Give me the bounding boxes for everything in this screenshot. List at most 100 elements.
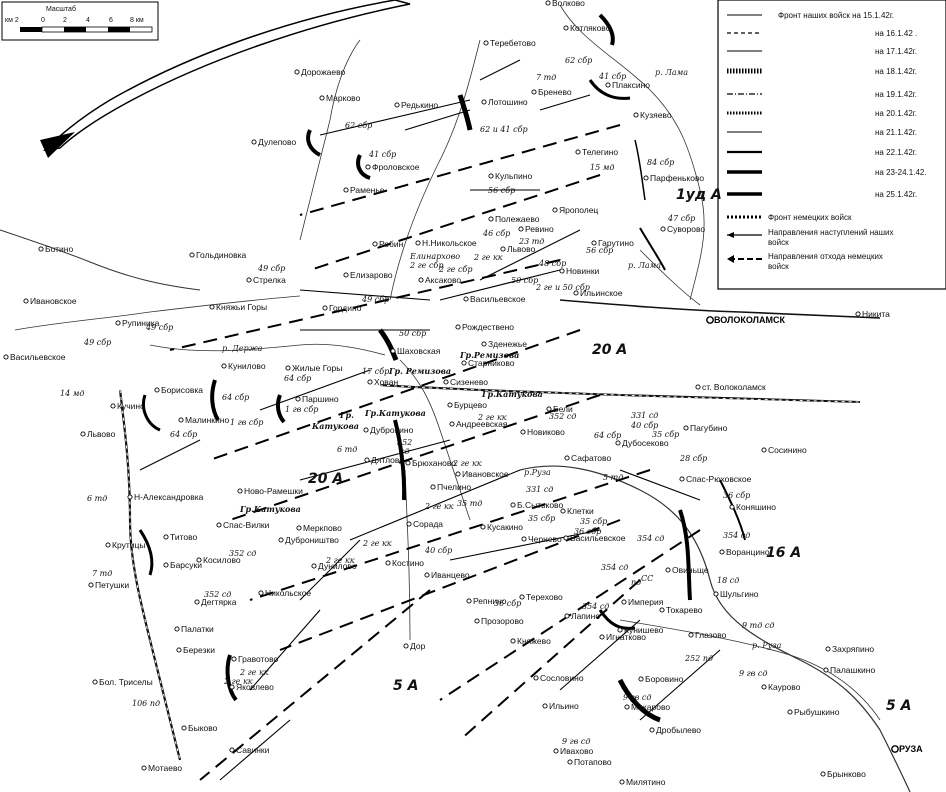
place-label: Львово	[87, 429, 116, 439]
place-31: Ивановское	[23, 296, 77, 306]
place-5: Плаксино	[605, 80, 650, 90]
unit-label: 48 сбр	[538, 259, 566, 268]
scale-title: Масштаб	[46, 5, 76, 13]
place-marker	[649, 727, 655, 733]
legend-item-6: на 21.1.42г.	[727, 128, 917, 137]
place-marker	[599, 634, 605, 640]
place-marker	[466, 598, 472, 604]
place-marker	[296, 525, 302, 531]
place-marker	[461, 360, 467, 366]
place-marker	[729, 504, 735, 510]
place-marker	[447, 402, 453, 408]
unit-label: 1 гв сбр	[230, 418, 263, 427]
place-marker	[176, 647, 182, 653]
place-label: Львово	[507, 244, 536, 254]
place-marker	[367, 379, 373, 385]
place-77: Чернево	[521, 534, 562, 544]
place-label: Брынково	[827, 769, 866, 779]
unit-label: 15 мд	[590, 163, 614, 172]
place-11: Телегино	[575, 147, 618, 157]
legend-item-4: на 19.1.42г.	[727, 90, 917, 99]
place-label: Быково	[188, 723, 218, 733]
legend-item-10: Фронт немецких войск	[727, 213, 852, 222]
unit-label: 331 сд	[526, 485, 553, 494]
place-14: Раменье	[343, 185, 385, 195]
place-label: Иванцево	[431, 570, 470, 580]
army-label: 20 А	[308, 471, 343, 487]
unit-label: 354 сд	[637, 534, 664, 543]
attack-directions	[139, 59, 721, 781]
place-label: Рождествено	[462, 322, 514, 332]
unit-label: 40 сбр	[630, 421, 658, 430]
place-label: Кaурово	[768, 682, 801, 692]
place-95: Токарево	[659, 605, 703, 615]
unit-label: 56 сбр	[488, 186, 515, 195]
place-marker	[480, 524, 486, 530]
place-label: Рыбушкино	[794, 707, 840, 717]
place-marker	[855, 311, 861, 317]
place-label: Глазово	[695, 630, 727, 640]
unit-label: 2 ге кк	[424, 502, 454, 511]
legend-label: на 22.1.42г.	[875, 148, 917, 157]
place-89: Шульгино	[713, 589, 759, 599]
place-marker	[181, 725, 187, 731]
place-44: Жилые Горы	[285, 363, 342, 373]
scale-left-label: км 2	[5, 17, 19, 24]
place-marker	[563, 25, 569, 31]
place-marker	[545, 0, 551, 6]
place-39: Шаховская	[390, 346, 441, 356]
place-marker	[564, 455, 570, 461]
place-marker	[229, 684, 235, 690]
place-90: Никольское	[258, 588, 311, 598]
legend-item-0: Фронт наших войск на 15.1.42г.	[727, 11, 894, 20]
place-121: Потапово	[567, 757, 612, 767]
place-marker	[563, 535, 569, 541]
place-label: Теребетово	[490, 38, 536, 48]
place-24: Гарутино	[591, 238, 634, 248]
place-104: Княжево	[510, 636, 551, 646]
place-marker	[463, 296, 469, 302]
place-0: Волково	[545, 0, 585, 8]
unit-label: 2 ге кк	[362, 539, 392, 548]
place-label: Сословино	[540, 673, 584, 683]
unit-label: 5 тд	[603, 473, 623, 482]
place-68: Пчелино	[430, 482, 471, 492]
place-label: Кузяево	[640, 110, 672, 120]
place-83: Дунилово	[311, 561, 357, 571]
place-80: Крутицы	[105, 540, 145, 550]
unit-label: 35 тд	[457, 499, 482, 508]
place-marker	[390, 348, 396, 354]
unit-label: 41 сбр	[598, 72, 626, 81]
legend-label: на 25.1.42г.	[875, 190, 917, 199]
place-label: Рупиника	[122, 318, 160, 328]
place-28: Новинки	[559, 266, 600, 276]
place-marker	[163, 562, 169, 568]
legend-label: на 20.1.42г.	[875, 109, 917, 118]
place-marker	[510, 502, 516, 508]
place-label: Котляково	[570, 23, 611, 33]
place-label: Сорада	[413, 519, 443, 529]
place-marker	[105, 542, 111, 548]
unit-label: 23 тд	[518, 237, 544, 246]
unit-label: 64 сбр	[594, 431, 621, 440]
unit-label: 62 сбр	[345, 121, 372, 130]
place-marker	[418, 277, 424, 283]
place-56: Пагубино	[683, 423, 728, 433]
place-marker	[761, 447, 767, 453]
place-23: Львово	[500, 244, 536, 254]
place-marker	[567, 759, 573, 765]
place-label: Никольское	[265, 588, 311, 598]
place-15: Кульпино	[488, 171, 532, 181]
place-marker	[343, 187, 349, 193]
place-marker	[311, 563, 317, 569]
place-marker	[510, 638, 516, 644]
place-marker	[209, 304, 215, 310]
unit-label: 36 сбр	[494, 599, 521, 608]
place-label: Зденежье	[488, 339, 527, 349]
group-label: Гр. Ремизова	[388, 366, 451, 376]
place-72: Титово	[163, 532, 198, 542]
place-marker	[619, 779, 625, 785]
river-label: р. Лама	[628, 261, 661, 270]
place-10: Дулепово	[251, 137, 296, 147]
